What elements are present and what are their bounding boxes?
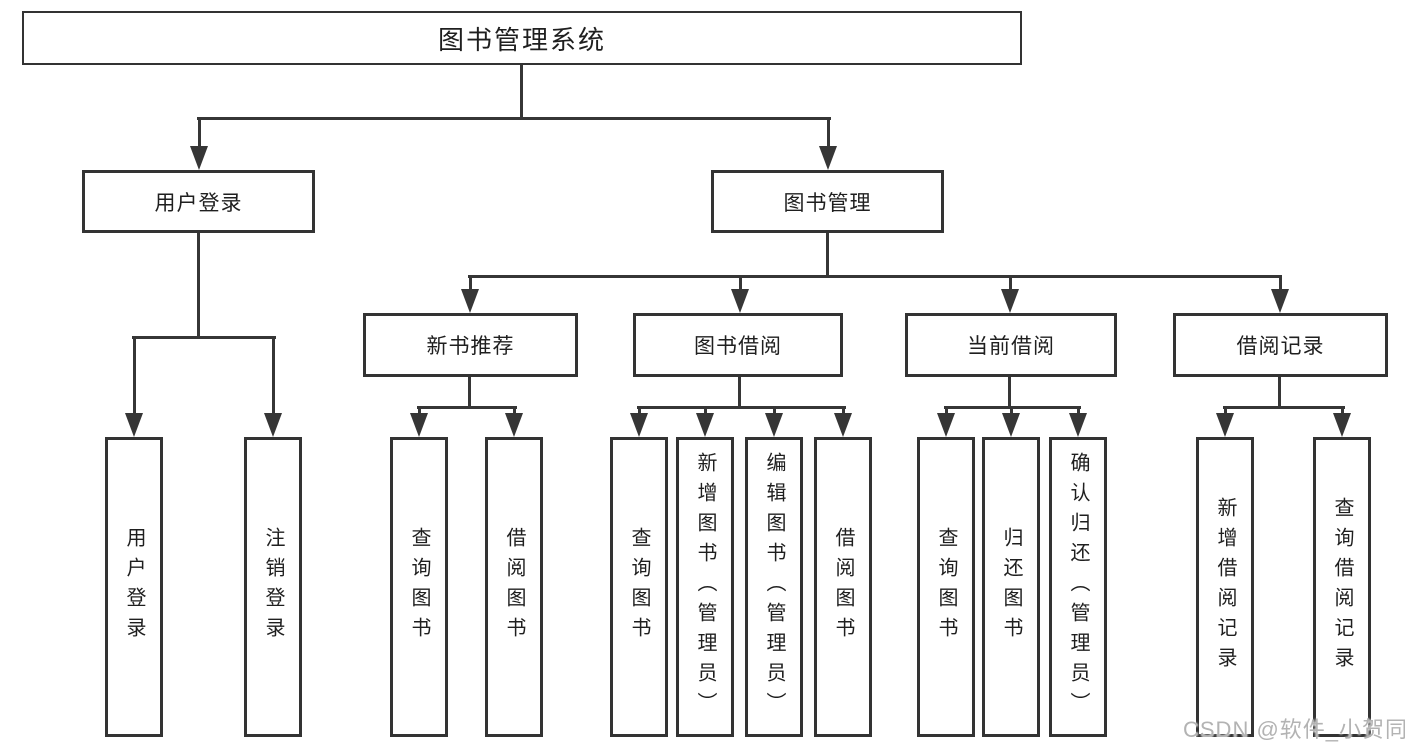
leaf-user-login: 用户登录 [105,437,163,737]
connector-split-borrow-records [1223,406,1345,409]
connector-trunk-borrow-records [1278,377,1281,409]
node-current-borrow: 当前借阅 [905,313,1117,377]
node-borrow-records: 借阅记录 [1173,313,1388,377]
arrow-down-icon [1333,408,1351,437]
leaf-label: 查询图书 [935,527,957,647]
connector-split-root [197,117,831,120]
node-new-book-recommend: 新书推荐 [363,313,578,377]
arrow-down-icon [731,277,749,313]
leaf-label: 查询图书 [628,527,650,647]
leaf-add-book-admin: 新增图书（管理员） [676,437,734,737]
node-user-login: 用户登录 [82,170,315,233]
arrow-down-icon [1069,408,1087,437]
connector-split-current-borrow [944,406,1081,409]
node-book-management: 图书管理 [711,170,944,233]
leaf-query-books-2: 查询图书 [610,437,668,737]
node-label: 借阅记录 [1236,335,1325,358]
leaf-confirm-return-admin: 确认归还（管理员） [1049,437,1107,737]
leaf-label: 查询图书 [408,527,430,647]
leaf-label: 借阅图书 [832,527,854,647]
leaf-label: 查询借阅记录 [1331,497,1353,677]
connector-split-book-management [468,275,1282,278]
connector-split-new-book-recommend [417,406,517,409]
arrow-down-icon [125,338,143,437]
connector-trunk-user-login [197,233,200,339]
arrow-down-icon [1001,277,1019,313]
node-book-borrow: 图书借阅 [633,313,843,377]
arrow-down-icon [264,338,282,437]
leaf-return-book: 归还图书 [982,437,1040,737]
connector-trunk-current-borrow [1008,377,1011,409]
arrow-down-icon [834,408,852,437]
leaf-logout: 注销登录 [244,437,302,737]
leaf-add-borrow-record: 新增借阅记录 [1196,437,1254,737]
leaf-query-borrow-record: 查询借阅记录 [1313,437,1371,737]
arrow-down-icon [765,408,783,437]
connector-split-user-login [132,336,276,339]
arrow-down-icon [461,277,479,313]
leaf-borrow-books-1: 借阅图书 [485,437,543,737]
leaf-borrow-books-2: 借阅图书 [814,437,872,737]
arrow-down-icon [505,408,523,437]
leaf-label: 确认归还（管理员） [1067,452,1089,722]
node-label: 图书借阅 [694,335,782,358]
arrow-down-icon [410,408,428,437]
leaf-label: 借阅图书 [503,527,525,647]
connector-split-book-borrow [637,406,846,409]
arrow-down-icon [819,118,837,170]
leaf-query-books-1: 查询图书 [390,437,448,737]
leaf-edit-book-admin: 编辑图书（管理员） [745,437,803,737]
leaf-label: 注销登录 [262,527,284,647]
node-label: 新书推荐 [426,335,515,358]
arrow-down-icon [1271,277,1289,313]
connector-trunk-book-management [826,233,829,278]
node-label: 图书管理 [783,191,872,215]
arrow-down-icon [1216,408,1234,437]
leaf-query-books-3: 查询图书 [917,437,975,737]
arrow-down-icon [937,408,955,437]
arrow-down-icon [1002,408,1020,437]
leaf-label: 归还图书 [1000,527,1022,647]
csdn-watermark: CSDN @软件_小贺同学 [1183,717,1405,742]
arrow-down-icon [696,408,714,437]
leaf-label: 用户登录 [123,527,145,647]
connector-trunk-book-borrow [738,377,741,409]
arrow-down-icon [630,408,648,437]
node-label: 当前借阅 [967,335,1055,358]
connector-trunk-root [520,64,523,120]
connector-trunk-new-book-recommend [468,377,471,409]
node-label: 图书管理系统 [437,24,606,55]
node-library-system: 图书管理系统 [22,11,1022,65]
leaf-label: 新增图书（管理员） [694,452,716,722]
arrow-down-icon [190,118,208,170]
node-label: 用户登录 [154,191,243,215]
leaf-label: 编辑图书（管理员） [763,452,785,722]
leaf-label: 新增借阅记录 [1214,497,1236,677]
